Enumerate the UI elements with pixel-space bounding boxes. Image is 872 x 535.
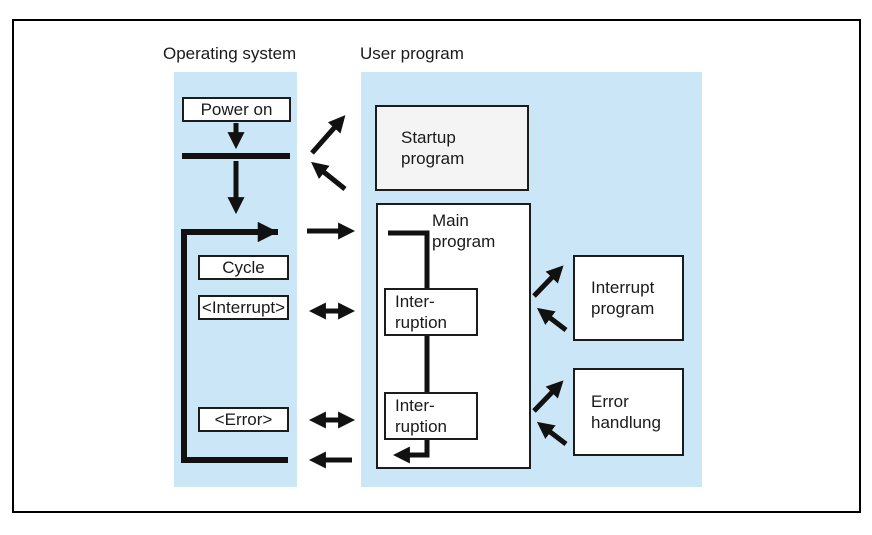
power-on-box: Power on (182, 97, 291, 122)
operating-system-header: Operating system (163, 44, 297, 63)
interruption-bottom-label-line2: ruption (395, 417, 447, 436)
interruption-bottom-label-line1: Inter- (395, 396, 435, 415)
interrupt-program-label-line2: program (591, 299, 655, 318)
power-on-label: Power on (200, 100, 273, 119)
interruption-top-label-line2: ruption (395, 313, 447, 332)
interrupt-program-label-line1: Interrupt (591, 278, 655, 297)
interrupt-program-box: Interrupt program (573, 255, 684, 341)
startup-program-label-line2: program (401, 149, 465, 168)
error-handling-label-line1: Error (591, 392, 629, 411)
startup-program-box: Startup program (375, 105, 529, 191)
startup-program-label-line1: Startup (401, 128, 456, 147)
interruption-top-label-line1: Inter- (395, 292, 435, 311)
interruption-top-box: Inter- ruption (384, 288, 478, 336)
main-program-label-line2: program (432, 232, 496, 251)
main-program-label-line1: Main (432, 211, 469, 230)
error-handling-box: Error handlung (573, 368, 684, 456)
cycle-label: Cycle (222, 258, 265, 277)
interrupt-label: <Interrupt> (201, 298, 286, 317)
interrupt-box: <Interrupt> (198, 295, 289, 320)
error-handling-label-line2: handlung (591, 413, 661, 432)
error-box: <Error> (198, 407, 289, 432)
cycle-box: Cycle (198, 255, 289, 280)
user-program-header: User program (360, 44, 464, 63)
outer-frame (12, 19, 861, 513)
interruption-bottom-box: Inter- ruption (384, 392, 478, 440)
error-label: <Error> (214, 410, 273, 429)
